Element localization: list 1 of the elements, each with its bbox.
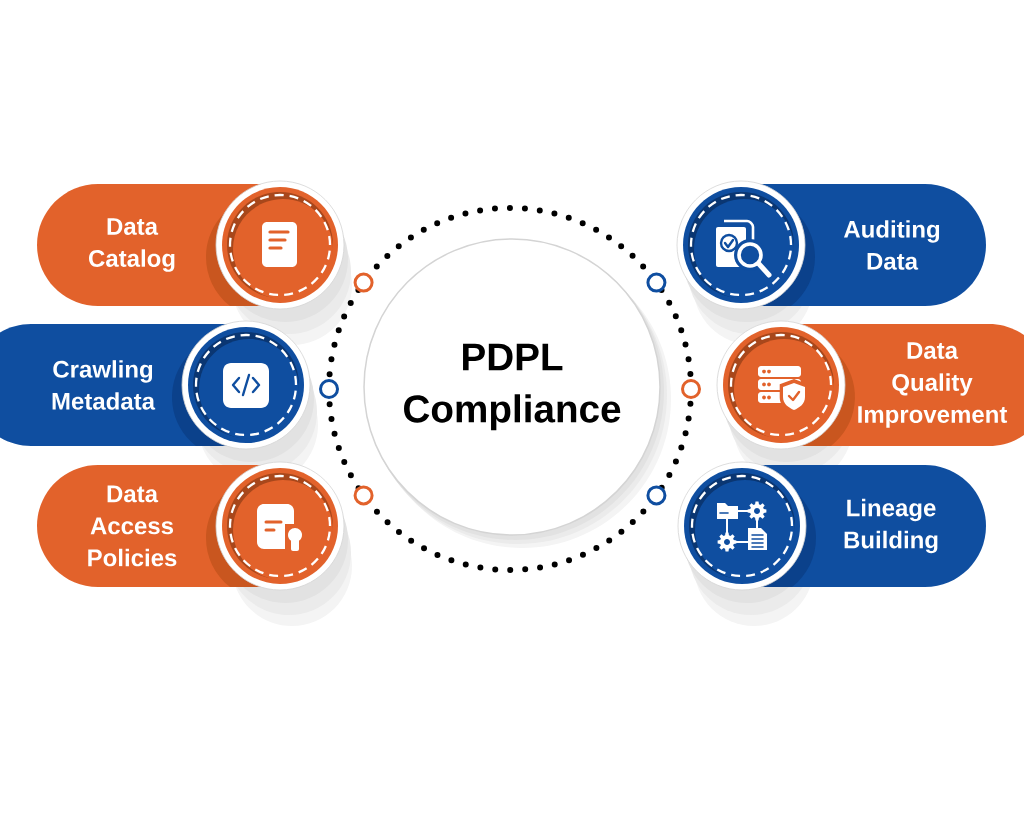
node-label: Auditing Data xyxy=(843,220,940,270)
